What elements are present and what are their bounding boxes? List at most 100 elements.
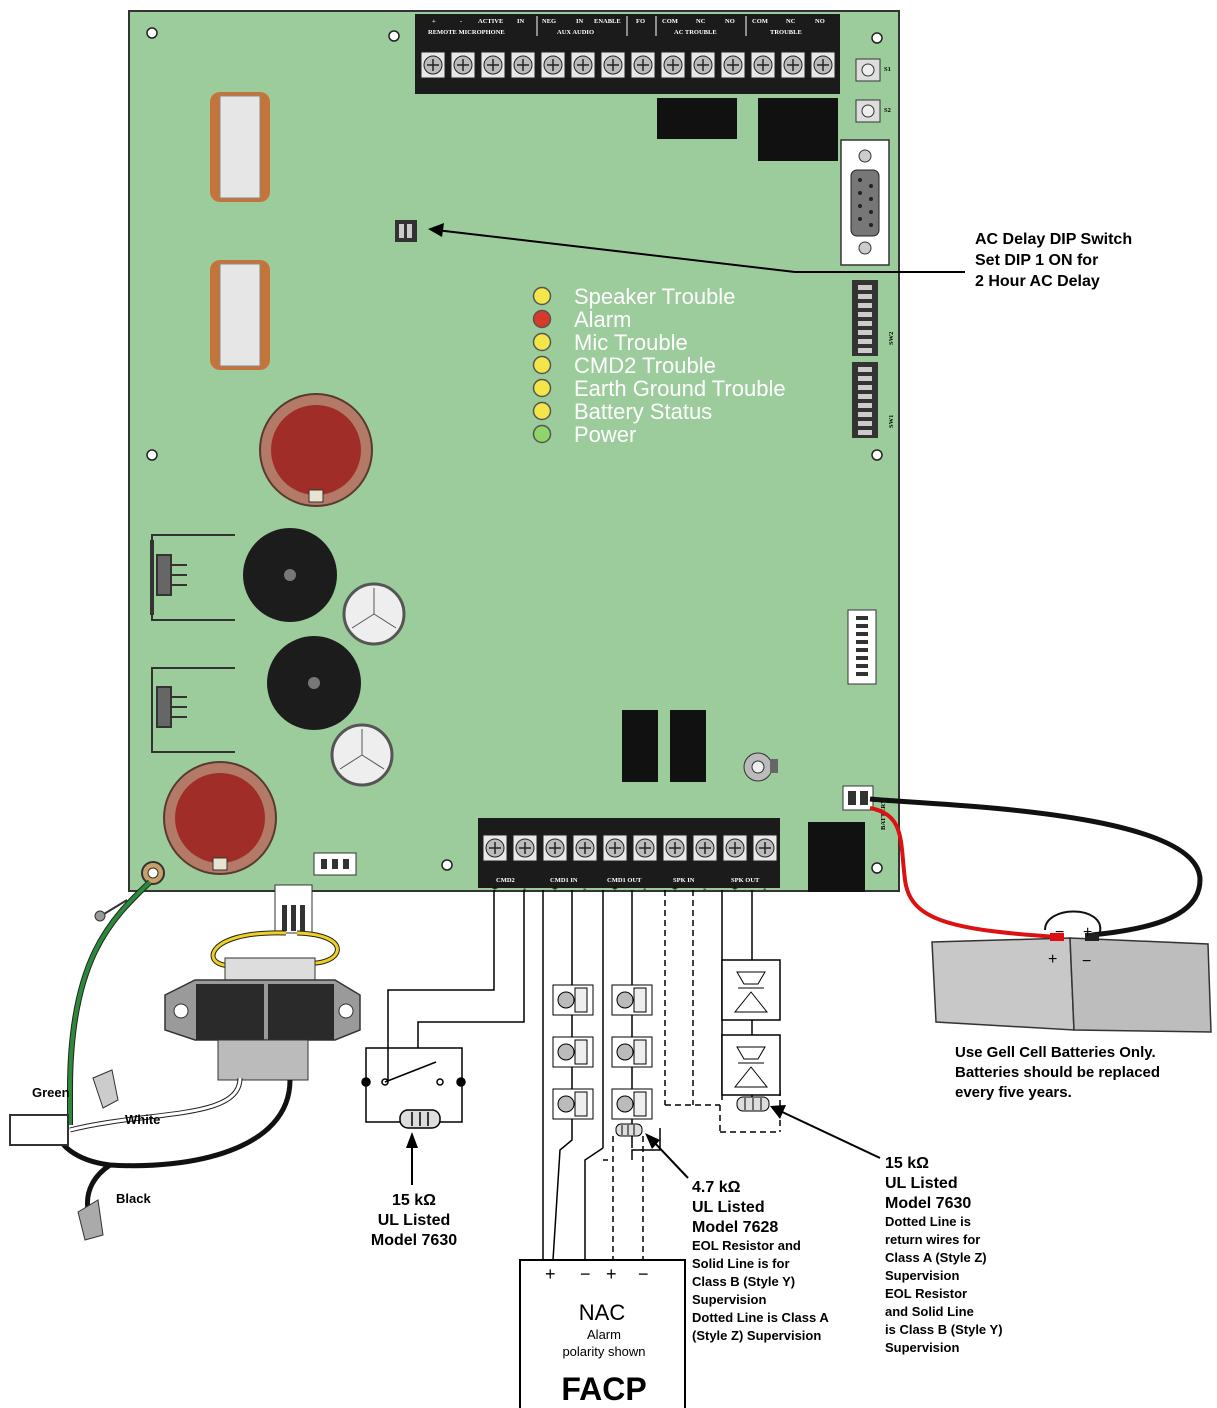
hdr-remote-microphone: REMOTE MICROPHONE (428, 29, 505, 36)
res47-note-5: Solid Line is for (692, 1256, 790, 1271)
wire-nut-white (92, 1069, 119, 1109)
hdr-minus: - (460, 18, 462, 25)
led-light (532, 332, 552, 352)
side-conn-pin-2 (856, 624, 868, 628)
dip-note-2: Set DIP 1 ON for (975, 252, 1098, 269)
sw1-dip: SW1 (852, 362, 895, 438)
top-terminal-8 (630, 51, 656, 79)
facp-nac: NAC (579, 1300, 626, 1325)
top-terminal-4 (510, 51, 536, 79)
spkin-minus: - (703, 884, 706, 895)
side-conn-pin-1 (856, 616, 868, 620)
res15a-note-2: UL Listed (378, 1212, 451, 1229)
s2-label: S2 (884, 107, 891, 114)
ground-wire (67, 879, 153, 1125)
hdr-in2: IN (576, 18, 584, 25)
lbl-spk-in: SPK IN (673, 877, 695, 884)
battery-note-1: Use Gell Cell Batteries Only. (955, 1044, 1156, 1061)
relay-1 (657, 98, 737, 139)
bottom-terminal-9 (722, 834, 748, 862)
sw2-label: SW2 (888, 332, 895, 345)
led-label: CMD2 Trouble (574, 353, 716, 378)
sw1-label: SW1 (888, 415, 895, 428)
side-conn-pin-8 (856, 672, 868, 676)
battery-note-3: every five years. (955, 1084, 1072, 1101)
horn-strobe-2-2 (611, 1036, 653, 1068)
led-label: Battery Status (574, 399, 712, 424)
lbl-cmd1-in: CMD1 IN (550, 877, 578, 884)
res15b-note-4: Dotted Line is (885, 1214, 971, 1229)
led-light (532, 401, 552, 421)
cmd1in-plus: + (552, 884, 558, 895)
sw2Slots-slot-8 (858, 348, 872, 353)
sw2Slots-slot-2 (858, 294, 872, 299)
hdr-no: NO (725, 18, 735, 25)
speakers (733, 971, 769, 1088)
led-light (532, 286, 552, 306)
facp-plus-2: + (606, 1264, 617, 1284)
led-light (532, 355, 552, 375)
led-label: Speaker Trouble (574, 284, 735, 309)
sw2Slots-slot-3 (858, 303, 872, 308)
res47-note-7: Supervision (692, 1292, 766, 1307)
batt-plus-a: + (1048, 951, 1057, 968)
top-terminal-2 (450, 51, 476, 79)
side-conn-pin-4 (856, 640, 868, 644)
coil-1 (210, 92, 270, 202)
bottom-terminal-6 (632, 834, 658, 862)
sw1Slots-slot-5 (858, 403, 872, 408)
led-item: Alarm (532, 307, 631, 332)
gel-cell-batteries: + − − + (931, 924, 1212, 1033)
bottom-terminal-strip: CMD2 CMD1 IN CMD1 OUT SPK IN SPK OUT (478, 818, 780, 888)
sw2Slots-slot-7 (858, 339, 872, 344)
led-item: Mic Trouble (532, 330, 688, 355)
led-label: Alarm (574, 307, 631, 332)
bottom-terminal-8 (692, 834, 718, 862)
batt-plus-b: + (1083, 924, 1092, 941)
res47-note-3: Model 7628 (692, 1219, 778, 1236)
speaker-1 (733, 971, 769, 1013)
speaker-disc-1 (243, 528, 337, 622)
led-label: Power (574, 422, 636, 447)
facp-alarm: Alarm (587, 1327, 621, 1342)
led-light (532, 424, 552, 444)
hdr-nc2: NC (786, 18, 796, 25)
res15b-note-8: EOL Resistor (885, 1286, 967, 1301)
top-terminal-9 (660, 51, 686, 79)
top-terminal-5 (540, 51, 566, 79)
res47-note-8: Dotted Line is Class A (692, 1310, 829, 1325)
horn-strobe-1-1 (552, 984, 594, 1016)
hdr-active: ACTIVE (478, 18, 503, 25)
switch-s1: S1 (855, 58, 891, 82)
speaker-disc-2 (267, 636, 361, 730)
side-connector (847, 609, 877, 685)
hdr-in: IN (517, 18, 525, 25)
res15b-note-5: return wires for (885, 1232, 980, 1247)
dip-note-3: 2 Hour AC Delay (975, 273, 1100, 290)
power-transformer (164, 957, 361, 1081)
hdr-nc: NC (696, 18, 706, 25)
batt-minus-a: − (1082, 953, 1091, 970)
res15b-note-11: Supervision (885, 1340, 959, 1355)
lbl-cmd1-out: CMD1 OUT (607, 877, 642, 884)
res47-note-9: (Style Z) Supervision (692, 1328, 821, 1343)
facp-polarity: polarity shown (562, 1344, 645, 1359)
cmd1out-plus: + (612, 884, 618, 895)
hdr-trouble: TROUBLE (770, 29, 802, 36)
led-item: CMD2 Trouble (532, 353, 716, 378)
led-item: Battery Status (532, 399, 712, 424)
hdr-com: COM (662, 18, 678, 25)
switch-s2: S2 (855, 99, 891, 123)
hdr-aux-audio: AUX AUDIO (557, 29, 594, 36)
small-connector (313, 852, 357, 876)
sw2-dip: SW2 (852, 280, 895, 356)
white-capacitor-1 (342, 582, 406, 646)
sw2Slots-slot-5 (858, 321, 872, 326)
wire-label-black: Black (116, 1191, 151, 1206)
capacitor-2 (163, 761, 277, 875)
white-capacitor-2 (330, 723, 394, 787)
heatsink-2 (151, 667, 235, 753)
facp-box: + − + − NAC Alarm polarity shown FACP (519, 1259, 686, 1408)
top-terminal-13 (780, 51, 806, 79)
